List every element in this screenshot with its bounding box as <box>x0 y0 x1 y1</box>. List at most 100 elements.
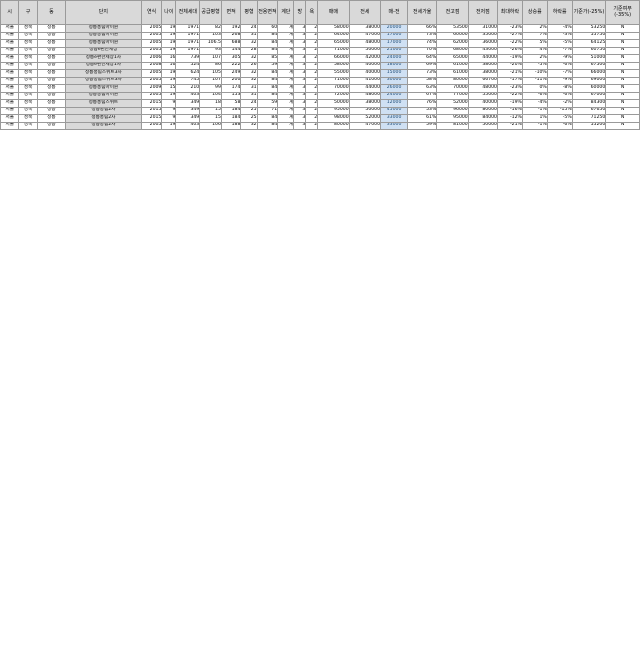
table-cell[interactable]: 48000 <box>467 84 498 93</box>
column-header[interactable]: 시 <box>0 0 20 25</box>
table-cell[interactable]: 50000 <box>317 99 350 108</box>
table-cell[interactable]: 계 <box>277 61 295 70</box>
table-cell[interactable]: 85 <box>256 54 279 63</box>
column-header[interactable]: 매매 <box>317 0 350 25</box>
table-cell[interactable]: N <box>605 114 640 123</box>
table-cell[interactable]: 32 <box>240 69 258 78</box>
table-cell[interactable]: 19 <box>161 39 177 48</box>
table-cell[interactable]: 222 <box>220 61 242 70</box>
column-header[interactable]: 욕 <box>305 0 319 25</box>
table-cell[interactable]: 349 <box>175 99 201 108</box>
table-cell[interactable]: 36000 <box>467 39 498 48</box>
table-cell[interactable]: 60750 <box>571 46 607 55</box>
table-cell[interactable]: 계 <box>277 69 295 78</box>
table-cell[interactable]: 53% <box>407 106 438 115</box>
table-cell[interactable]: 96000 <box>436 106 469 115</box>
table-cell[interactable]: 계 <box>277 114 295 123</box>
table-cell[interactable]: 80000 <box>317 121 350 130</box>
table-cell[interactable]: 65000 <box>436 54 469 63</box>
table-cell[interactable]: 99 <box>199 84 222 93</box>
table-cell[interactable]: 정릉풍림2차 <box>64 114 142 123</box>
table-cell[interactable]: 정릉풍림아이원 <box>64 39 142 48</box>
table-cell[interactable]: -4% <box>546 24 573 33</box>
table-cell[interactable]: 71250 <box>571 114 607 123</box>
table-cell[interactable]: 84300 <box>571 99 607 108</box>
table-cell[interactable]: 3 <box>293 99 307 108</box>
table-cell[interactable]: 76% <box>407 99 438 108</box>
table-cell[interactable]: N <box>605 84 640 93</box>
table-cell[interactable]: 2005 <box>140 46 163 55</box>
table-cell[interactable]: 403 <box>175 121 201 130</box>
table-cell[interactable]: 9 <box>161 99 177 108</box>
table-cell[interactable]: 2005 <box>140 31 163 40</box>
table-cell[interactable]: 38000 <box>348 99 382 108</box>
table-cell[interactable]: -6% <box>546 91 573 100</box>
table-cell[interactable]: 계 <box>277 46 295 55</box>
table-cell[interactable]: 67000 <box>571 91 607 100</box>
table-cell[interactable]: N <box>605 99 640 108</box>
table-cell[interactable]: 524 <box>175 61 201 70</box>
table-cell[interactable]: 33000 <box>380 114 409 123</box>
table-cell[interactable]: N <box>605 91 640 100</box>
column-header[interactable]: 전고점 <box>436 0 469 25</box>
column-header[interactable]: 최대하락 <box>496 0 523 25</box>
table-cell[interactable]: 107 <box>199 54 222 63</box>
table-cell[interactable]: 계 <box>277 54 295 63</box>
table-cell[interactable]: 2% <box>521 24 548 33</box>
table-cell[interactable]: 2006 <box>140 54 163 63</box>
table-cell[interactable]: 62000 <box>436 39 469 48</box>
table-cell[interactable]: -5% <box>546 114 573 123</box>
table-cell[interactable]: 32 <box>240 39 258 48</box>
table-cell[interactable]: 서울 <box>0 76 20 85</box>
column-header[interactable]: 기준가(-25%) <box>571 0 607 25</box>
table-cell[interactable]: 60000 <box>571 84 607 93</box>
table-cell[interactable]: 7% <box>521 31 548 40</box>
table-cell[interactable]: 19 <box>161 91 177 100</box>
table-cell[interactable]: 3 <box>293 114 307 123</box>
column-header[interactable]: 나이 <box>161 0 177 25</box>
table-cell[interactable]: 349 <box>175 114 201 123</box>
table-cell[interactable]: -20% <box>496 61 523 70</box>
table-cell[interactable]: 84 <box>256 31 279 40</box>
table-cell[interactable]: 70% <box>407 46 438 55</box>
table-cell[interactable]: 성북 <box>18 114 38 123</box>
table-cell[interactable]: 서울 <box>0 106 20 115</box>
table-cell[interactable]: 3 <box>293 54 307 63</box>
table-cell[interactable]: 서울 <box>0 24 20 33</box>
table-cell[interactable]: 성북 <box>18 84 38 93</box>
table-cell[interactable]: 9 <box>161 114 177 123</box>
table-cell[interactable]: 정릉 <box>36 114 66 123</box>
table-cell[interactable]: 성북 <box>18 99 38 108</box>
column-header[interactable]: 면적 <box>220 0 242 25</box>
table-cell[interactable]: 70000 <box>436 84 469 93</box>
table-cell[interactable]: 53250 <box>571 24 607 33</box>
table-cell[interactable]: N <box>605 31 640 40</box>
table-cell[interactable]: 정릉 <box>36 84 66 93</box>
table-cell[interactable]: 계 <box>277 31 295 40</box>
table-cell[interactable]: -11% <box>521 76 548 85</box>
table-cell[interactable]: 55000 <box>317 69 350 78</box>
table-cell[interactable]: 정릉풍림아이원 <box>64 91 142 100</box>
table-cell[interactable]: 19 <box>161 121 177 130</box>
table-cell[interactable]: 정릉 <box>36 69 66 78</box>
table-cell[interactable]: 3 <box>293 76 307 85</box>
table-cell[interactable]: 정릉 <box>36 24 66 33</box>
table-cell[interactable]: 64000 <box>317 31 350 40</box>
table-cell[interactable]: 50000 <box>348 106 382 115</box>
table-cell[interactable]: 249 <box>220 69 242 78</box>
table-cell[interactable]: -3% <box>546 31 573 40</box>
table-cell[interactable]: -9% <box>546 76 573 85</box>
table-cell[interactable]: 58000 <box>317 61 350 70</box>
table-cell[interactable]: 82 <box>199 24 222 33</box>
table-cell[interactable]: 서울 <box>0 114 20 123</box>
table-cell[interactable]: 71000 <box>317 46 350 55</box>
table-cell[interactable]: 3 <box>293 106 307 115</box>
table-cell[interactable]: 98000 <box>317 114 350 123</box>
column-header[interactable]: 연식 <box>140 0 163 25</box>
table-cell[interactable]: -7% <box>546 69 573 78</box>
table-cell[interactable]: 61% <box>407 114 438 123</box>
